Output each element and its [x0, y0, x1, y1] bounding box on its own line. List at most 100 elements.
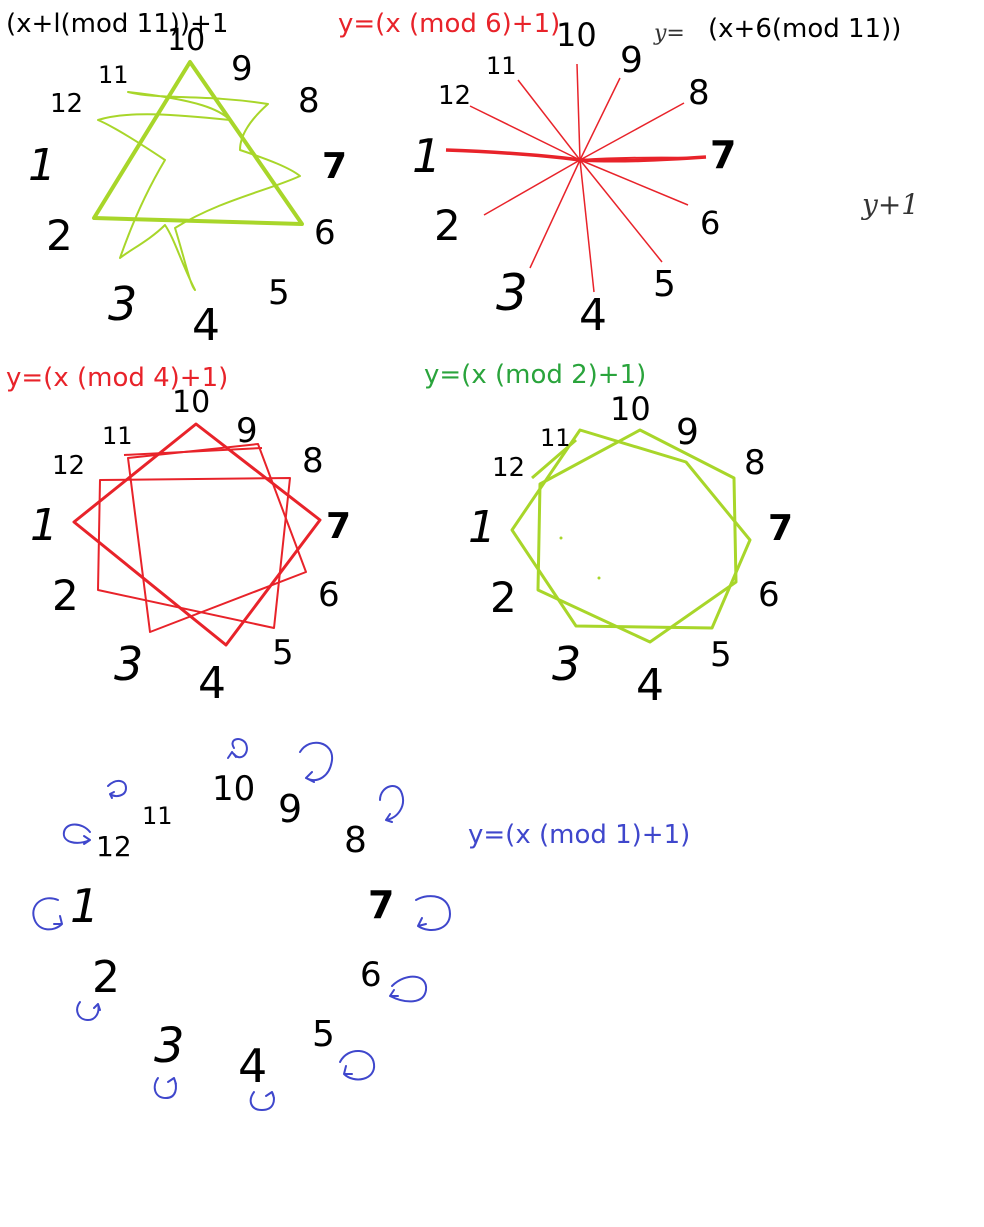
- number-2: 2: [434, 201, 461, 250]
- number-9: 9: [676, 412, 699, 453]
- number-10: 10: [556, 16, 597, 54]
- number-10: 10: [172, 385, 210, 420]
- number-1: 1: [30, 500, 58, 551]
- label-middle-right: y=(x (mod 2)+1): [424, 360, 646, 390]
- spoke: [529, 159, 581, 269]
- number-1: 1: [412, 129, 441, 183]
- number-3: 3: [496, 264, 528, 322]
- loop-8: [379, 785, 404, 823]
- label-top-middle: y=(x (mod 6)+1): [338, 9, 560, 39]
- number-5: 5: [710, 635, 732, 675]
- loop-7: [415, 895, 452, 931]
- number-6: 6: [700, 204, 720, 242]
- spoke: [469, 105, 581, 161]
- label-top-right: (x+6(mod 11)): [708, 14, 901, 44]
- spoke: [579, 159, 595, 293]
- number-2: 2: [92, 952, 120, 1003]
- number-12: 12: [438, 81, 471, 111]
- number-7: 7: [768, 508, 793, 549]
- number-8: 8: [344, 820, 367, 861]
- number-9: 9: [620, 40, 643, 81]
- number-4: 4: [238, 1039, 267, 1093]
- loop-6: [389, 975, 428, 1003]
- self-loops: [32, 738, 452, 1112]
- number-8: 8: [302, 441, 324, 481]
- number-6: 6: [758, 575, 780, 615]
- number-12: 12: [50, 89, 83, 119]
- number-9: 9: [278, 787, 302, 831]
- loop-4: [249, 1091, 275, 1112]
- number-8: 8: [688, 73, 710, 113]
- diagram-mod-2-plus-1: [510, 428, 752, 644]
- number-8: 8: [298, 81, 320, 121]
- number-6: 6: [314, 213, 336, 253]
- number-9: 9: [236, 411, 258, 451]
- triangle-up: [92, 60, 304, 226]
- number-1: 1: [28, 140, 56, 191]
- number-12: 12: [52, 451, 85, 481]
- number-4: 4: [579, 290, 607, 341]
- diagram-mod-6-plus-1: [445, 63, 707, 293]
- number-10: 10: [610, 390, 651, 428]
- loop-3: [153, 1077, 177, 1100]
- dot: [597, 576, 601, 580]
- number-11: 11: [102, 422, 133, 450]
- dot: [559, 536, 563, 540]
- spoke-bold-2: [579, 156, 701, 161]
- label-side-note: y+1: [860, 188, 919, 221]
- number-11: 11: [142, 802, 173, 830]
- spoke: [483, 159, 581, 216]
- loop-11: [107, 780, 128, 799]
- square-2: [97, 477, 291, 629]
- number-7: 7: [326, 506, 351, 547]
- hexagon-1: [510, 428, 752, 630]
- number-3: 3: [154, 1018, 185, 1074]
- number-3: 3: [114, 637, 143, 691]
- hexagon-2: [536, 428, 738, 644]
- spoke: [579, 159, 689, 206]
- numbers-diagram-2: 10 9 8 7 6 5 4 3 2 1 12 11: [412, 16, 736, 341]
- number-11: 11: [98, 61, 129, 89]
- number-4: 4: [192, 300, 220, 351]
- loop-9: [299, 741, 334, 783]
- number-1: 1: [70, 879, 99, 933]
- number-4: 4: [198, 658, 226, 709]
- number-7: 7: [368, 883, 394, 927]
- label-bottom: y=(x (mod 1)+1): [468, 820, 690, 850]
- number-5: 5: [312, 1014, 335, 1055]
- number-3: 3: [108, 277, 137, 331]
- numbers-diagram-5: 10 9 8 7 6 5 4 3 2 1 12 11: [70, 769, 394, 1093]
- star-curve: [97, 91, 301, 291]
- number-8: 8: [744, 443, 766, 483]
- number-1: 1: [468, 502, 496, 553]
- number-12: 12: [492, 453, 525, 483]
- chord: [123, 447, 263, 456]
- label-top-right-prefix: y=: [653, 21, 685, 46]
- square-3: [127, 443, 307, 633]
- number-6: 6: [360, 955, 382, 995]
- number-2: 2: [52, 571, 79, 620]
- number-11: 11: [540, 424, 571, 452]
- number-5: 5: [653, 264, 676, 305]
- loop-5: [339, 1050, 376, 1081]
- loop-1: [32, 897, 63, 931]
- number-12: 12: [96, 830, 132, 863]
- number-2: 2: [490, 573, 517, 622]
- number-9: 9: [231, 49, 253, 89]
- loop-12: [62, 823, 91, 845]
- number-10: 10: [212, 769, 255, 809]
- numbers-diagram-4: 10 9 8 7 6 5 4 3 2 1 12 11: [468, 390, 793, 711]
- spoke: [579, 102, 685, 161]
- numbers-diagram-3: 10 9 8 7 6 5 4 3 2 1 12 11: [30, 385, 351, 709]
- number-6: 6: [318, 575, 340, 615]
- loop-10: [227, 738, 248, 759]
- spoke: [517, 79, 581, 161]
- number-11: 11: [486, 52, 517, 80]
- spoke: [579, 159, 663, 263]
- number-10: 10: [167, 23, 205, 58]
- label-middle-left: y=(x (mod 4)+1): [6, 363, 228, 393]
- loop-2: [76, 1001, 101, 1022]
- number-3: 3: [552, 637, 581, 691]
- diagram-mod-4-plus-1: [72, 422, 322, 647]
